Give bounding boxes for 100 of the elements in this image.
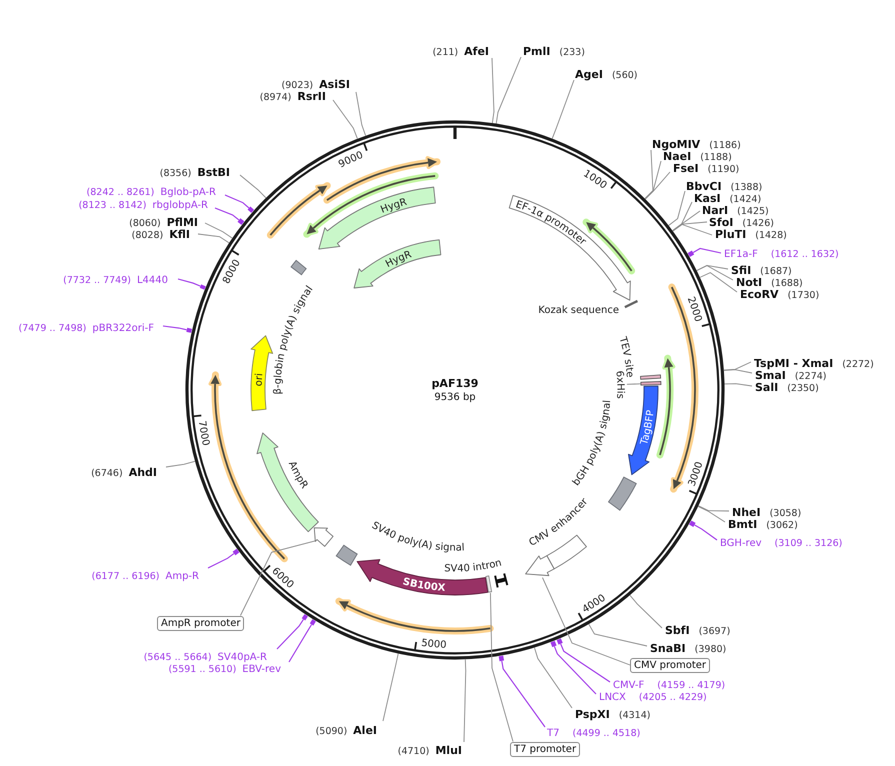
leader-line [534,647,572,708]
site-position: (1424) [730,194,762,205]
leader-line [644,172,670,200]
primer-position: (4205 .. 4229) [638,692,707,703]
leader-line [692,248,722,254]
primer-position: (4499 .. 4518) [572,728,640,739]
primer-position: (8123 .. 8142) [78,200,146,211]
leader-line [588,624,648,646]
site-position: (3058) [770,508,802,519]
site-position: (8974) [260,92,292,103]
leader-line [208,553,234,568]
enzyme-name: SalI [755,381,778,394]
primer-name: CMV-F [613,680,644,691]
leader-line [626,383,641,385]
enzyme-name: PmlI [523,45,550,58]
leader-line [698,506,726,522]
primer-position: (6177 .. 6196) [92,571,160,582]
primer-site-mark [310,619,316,626]
feature-region [525,555,555,576]
leader-line [554,646,596,694]
enzyme-name: FseI [673,162,699,175]
primer-position: (7732 .. 7749) [63,275,131,286]
primer-name: BGH-rev [720,538,762,549]
site-position: (8028) [132,230,164,241]
primer-name: EBV-rev [242,664,281,675]
enzyme-name: SmaI [755,369,786,382]
primer-position: (3109 .. 3126) [774,538,842,549]
leader-line [552,80,574,139]
primer-name: rbglobpA-R [152,200,208,211]
primer-position: (1612 .. 1632) [770,249,839,260]
leader-line [198,234,230,244]
site-position: (1186) [709,140,741,151]
enzyme-name: PluTI [715,228,746,241]
primer-name: LNCX [599,692,626,703]
leader-line [162,325,187,330]
primer-site-mark [248,206,254,213]
leader-line [672,202,692,232]
site-position: (233) [559,47,585,58]
enzyme-name: TspMI - XmaI [754,357,834,370]
leader-line [214,207,240,220]
enzyme-name: SnaBI [650,642,686,655]
leader-line [694,524,718,540]
enzyme-name: SfiI [731,264,752,277]
callout-label: T7 promoter [510,742,580,756]
enzyme-name: KasI [694,192,721,205]
site-position: (4710) [398,746,430,757]
leader-line [501,660,546,728]
leader-line [496,56,522,124]
site-position: (2274) [794,371,826,382]
leader-line [276,619,304,650]
leader-line [356,92,366,136]
site-position: (9023) [282,80,314,91]
site-position: (8060) [129,218,161,229]
tick-label: 4000 [580,592,608,616]
enzyme-name: KflI [169,228,190,241]
callout-label: AmpR promoter [157,616,244,630]
leader-line [240,174,266,198]
enzyme-name: NarI [702,204,728,217]
site-position: (2350) [787,383,819,394]
enzyme-name: AhdI [128,466,157,479]
leader-line [166,460,196,468]
enzyme-name: BbvCI [686,180,722,193]
site-position: (211) [432,47,458,58]
leader-line [178,278,201,287]
primer-position: (5645 .. 5664) [144,652,212,663]
plasmid-length: 9536 bp [434,391,476,404]
leader-line [629,594,662,628]
primer-name: T7 [547,728,560,739]
leader-line [492,58,494,124]
primer-name: pBR322ori-F [92,323,154,334]
leader-line [672,224,712,236]
leader-line [723,369,752,374]
primer-site-mark [238,218,244,225]
enzyme-name: NotI [736,276,762,289]
site-position: (3697) [698,626,730,637]
primer-site-mark [556,638,563,645]
feature-region [314,527,334,547]
site-position: (1388) [730,182,762,193]
leader-line [240,540,316,616]
site-position: (8356) [160,168,192,179]
enzyme-name: NgoMIV [652,138,700,151]
primer-position: (7479 .. 7498) [18,323,86,334]
feature-label: SB100X [402,576,446,594]
enzyme-name: AsiSI [319,78,350,91]
leader-line [224,194,250,208]
enzyme-name: NaeI [663,150,692,163]
primer-position: (5591 .. 5610) [168,664,236,675]
site-position: (1426) [742,218,774,229]
primer-site-mark [200,284,206,290]
feature-label: Kozak sequence [538,305,619,316]
primer-site-mark [498,656,504,662]
primer-name: EF1a-F [724,249,758,260]
enzyme-name: MluI [435,744,462,757]
enzyme-name: SbfI [665,624,690,637]
leader-line [696,265,734,280]
feature-label: HygR [384,249,414,270]
primer-name: L4440 [136,275,168,286]
feature-label: SV40 intron [444,558,503,575]
site-position: (2272) [842,359,874,370]
leader-line [668,190,686,226]
